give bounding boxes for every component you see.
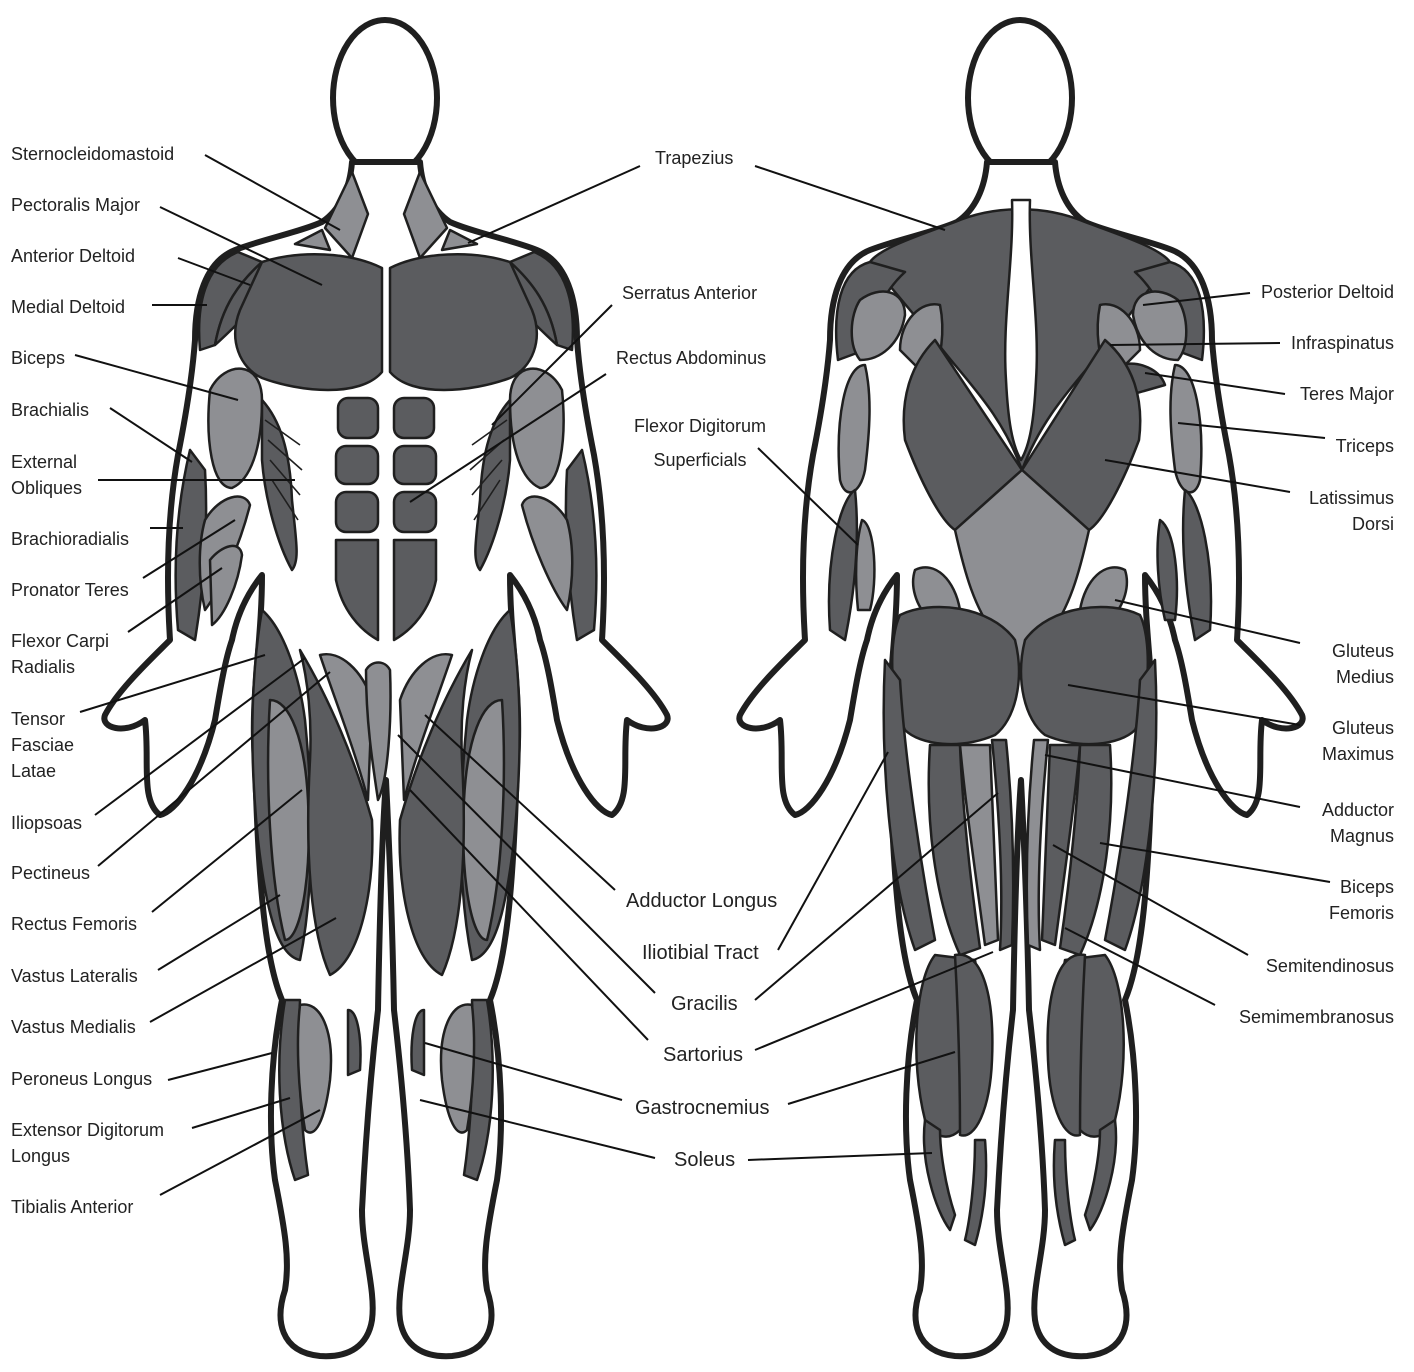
label-semimembranosus: Semimembranosus: [1239, 1004, 1394, 1030]
label-iliopsoas: Iliopsoas: [11, 810, 82, 836]
label-sternocleidomastoid: Sternocleidomastoid: [11, 141, 174, 167]
label-vastus-lateralis: Vastus Lateralis: [11, 963, 138, 989]
label-triceps: Triceps: [1336, 433, 1394, 459]
leader-trapezius-front: [468, 166, 640, 243]
label-medial-deltoid: Medial Deltoid: [11, 294, 125, 320]
back-gluteus-maximus-left: [892, 607, 1019, 744]
label-posterior-deltoid: Posterior Deltoid: [1261, 279, 1394, 305]
front-pectoralis-left: [235, 254, 382, 390]
label-gastrocnemius: Gastrocnemius: [635, 1095, 770, 1121]
label-semitendinosus: Semitendinosus: [1266, 953, 1394, 979]
label-trapezius: Trapezius: [655, 145, 733, 171]
label-teres-major: Teres Major: [1300, 381, 1394, 407]
front-pectoralis-right: [390, 254, 537, 390]
leader-sternocleidomastoid: [205, 155, 340, 230]
label-pronator-teres: Pronator Teres: [11, 577, 129, 603]
label-rectus-abdominus: Rectus Abdominus: [616, 345, 766, 371]
back-figure: [739, 20, 1302, 1356]
label-iliotibial-tract: Iliotibial Tract: [642, 940, 759, 966]
label-brachialis: Brachialis: [11, 397, 89, 423]
label-adductor-longus: Adductor Longus: [626, 888, 777, 914]
label-soleus: Soleus: [674, 1147, 735, 1173]
back-head: [968, 20, 1072, 176]
label-peroneus-longus: Peroneus Longus: [11, 1066, 152, 1092]
back-gluteus-maximus-right: [1021, 607, 1148, 744]
label-anterior-deltoid: Anterior Deltoid: [11, 243, 135, 269]
label-infraspinatus: Infraspinatus: [1291, 330, 1394, 356]
label-tibialis-anterior: Tibialis Anterior: [11, 1194, 133, 1220]
label-rectus-femoris: Rectus Femoris: [11, 911, 137, 937]
label-serratus-anterior: Serratus Anterior: [622, 280, 757, 306]
back-flexor-digitorum-left: [856, 520, 874, 610]
label-brachioradialis: Brachioradialis: [11, 526, 129, 552]
label-pectoralis-major: Pectoralis Major: [11, 192, 140, 218]
label-gracilis: Gracilis: [671, 991, 738, 1017]
label-pectineus: Pectineus: [11, 860, 90, 886]
front-head: [333, 20, 437, 176]
leader-trapezius-back: [755, 166, 945, 230]
leader-peroneus-longus: [168, 1053, 272, 1080]
label-sartorius: Sartorius: [663, 1042, 743, 1068]
leader-soleus-back: [748, 1153, 932, 1160]
label-vastus-medialis: Vastus Medialis: [11, 1014, 136, 1040]
label-biceps: Biceps: [11, 345, 65, 371]
